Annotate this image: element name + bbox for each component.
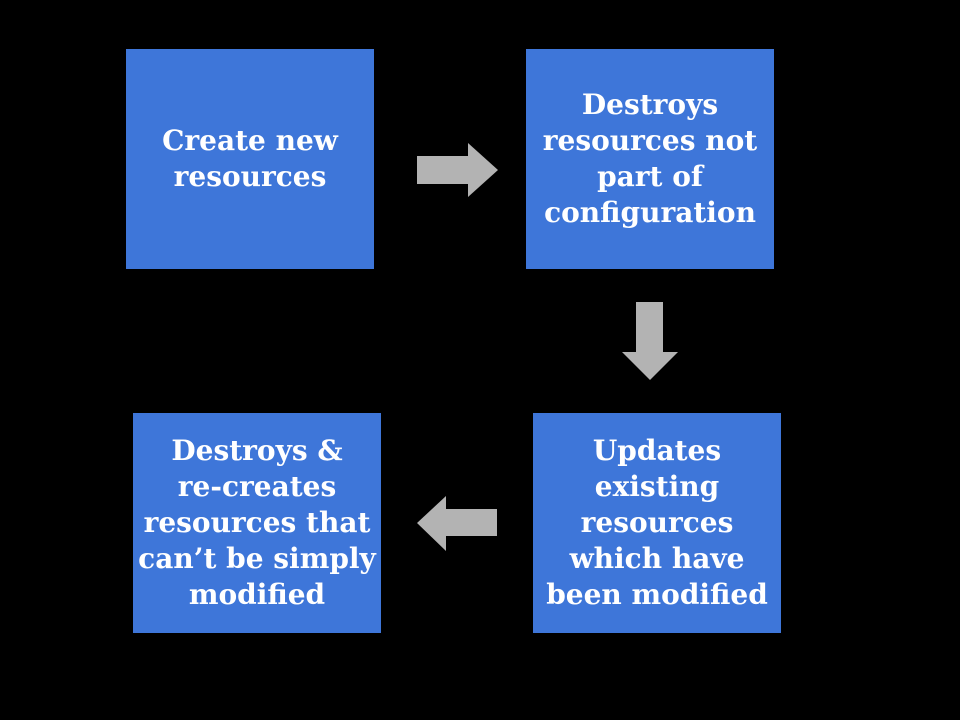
flow-box-label: Destroys & re-creates resources that can… [138,434,376,611]
flow-box-updates-modified-resources: Updates existing resources which have be… [533,413,781,633]
left-arrow-icon [417,496,497,551]
flow-box-destroys-unmanaged-resources: Destroys resources not part of configura… [526,49,774,269]
left-arrow-shape [417,496,497,551]
down-arrow-icon [622,302,678,380]
flow-box-label: Destroys resources not part of configura… [542,88,758,229]
flow-box-destroys-recreates-resources: Destroys & re-creates resources that can… [133,413,381,633]
right-arrow-icon [417,143,498,197]
flow-box-create-new-resources: Create new resources [126,49,374,269]
flow-box-label: Create new resources [162,124,338,193]
down-arrow-shape [622,302,678,380]
flow-box-label: Updates existing resources which have be… [546,434,768,611]
right-arrow-shape [417,143,498,197]
